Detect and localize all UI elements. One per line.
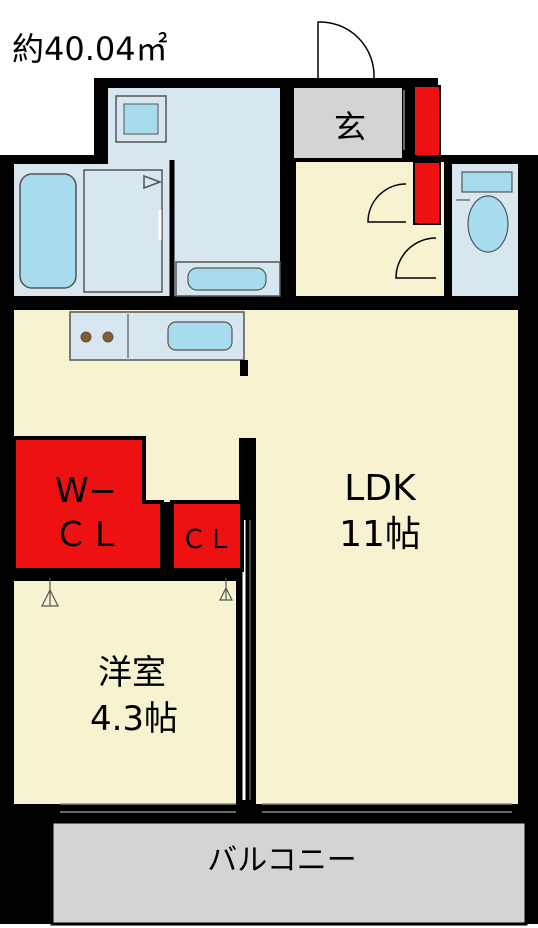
shower-area xyxy=(83,169,163,293)
western-room-size-label: 4.3帖 xyxy=(90,699,178,739)
area-label: 約40.04㎡ xyxy=(12,30,168,68)
hall-nook-floor xyxy=(144,438,242,502)
balcony-label: バルコニー xyxy=(207,843,356,878)
bathtub xyxy=(19,173,77,289)
hall-door-swing-1 xyxy=(367,183,407,223)
cl-label: ＣＬ xyxy=(181,525,233,555)
closet xyxy=(170,500,244,572)
shoe-closet-lower xyxy=(413,161,441,225)
ldk-label: LDK xyxy=(344,468,417,509)
ldk-size-label: 11帖 xyxy=(339,514,421,555)
toilet-icon xyxy=(467,195,509,253)
toilet-tank xyxy=(461,171,513,193)
entrance-label: 玄 xyxy=(334,108,366,146)
entrance-door xyxy=(317,21,375,79)
faucet-icon xyxy=(143,174,163,190)
kitchen-sink-icon xyxy=(167,321,233,351)
wcl-label-line2: ＣＬ xyxy=(54,515,122,555)
closet-door-marks xyxy=(41,578,233,607)
balcony xyxy=(50,820,528,926)
sink-icon xyxy=(187,267,267,291)
wcl-label-line1: W− xyxy=(55,471,117,511)
stove-burner-icon xyxy=(80,331,92,343)
stove-burner-icon xyxy=(102,331,114,343)
western-room-floor xyxy=(14,580,236,804)
balcony-windows xyxy=(60,803,512,813)
hall-door-swing-2 xyxy=(395,237,437,279)
washer-icon xyxy=(123,103,159,135)
ldk-floor xyxy=(256,438,518,804)
shoe-closet-upper xyxy=(413,85,441,157)
western-room-label: 洋室 xyxy=(98,653,166,693)
entrance-floor xyxy=(294,88,402,158)
walk-in-closet xyxy=(12,436,164,572)
